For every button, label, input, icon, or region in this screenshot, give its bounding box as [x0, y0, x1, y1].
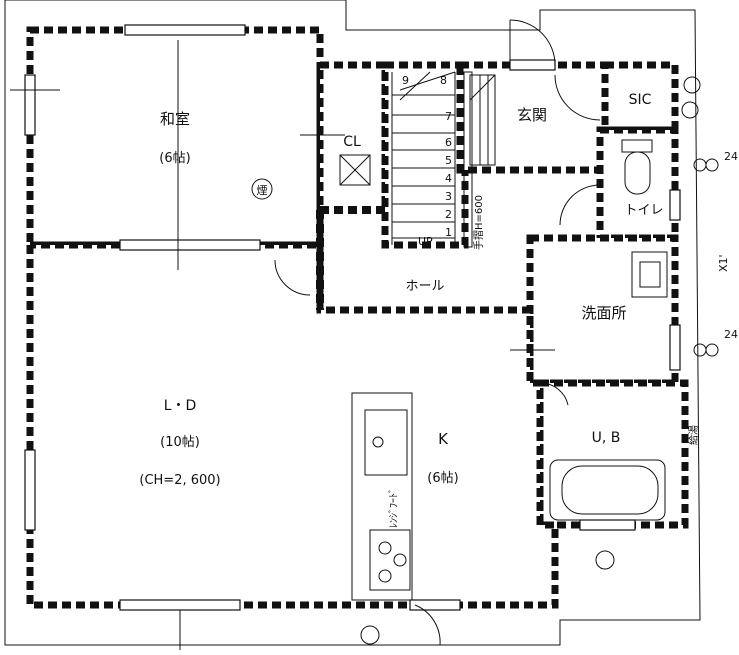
stair-step-6: 6	[445, 136, 452, 149]
handrail	[463, 71, 473, 248]
outdoor-unit-number-2: 24	[724, 328, 738, 341]
windows	[24, 24, 681, 611]
stair-step-7: 7	[445, 110, 452, 123]
dimension-arrows	[10, 40, 555, 650]
range-hood-label: ﾚﾝｼﾞﾌｰﾄﾞ	[388, 488, 400, 528]
sic-name: SIC	[629, 92, 652, 108]
stair-step-8: 8	[440, 74, 447, 87]
ldk-size: (10帖)	[160, 435, 200, 450]
stair-step-9: 9	[402, 74, 409, 87]
washbasin	[631, 251, 668, 298]
closet-storage-box	[339, 154, 371, 186]
handrail-label: 手摺H=600	[472, 195, 485, 250]
stair-step-4: 4	[445, 172, 452, 185]
ldk-name: L・D	[164, 398, 197, 414]
smoke-detector-label: 煙	[257, 184, 268, 197]
stair-step-2: 2	[445, 208, 452, 221]
outdoor-unit-number-1: 24	[724, 150, 738, 163]
washitsu-size: (6帖)	[159, 151, 190, 166]
kitchen-name: K	[438, 430, 449, 448]
kitchen-counter	[351, 392, 413, 601]
stair-up-label: UP	[418, 235, 433, 248]
senmenjo-name: 洗面所	[581, 304, 626, 322]
stair-step-3: 3	[445, 190, 452, 203]
stair-treads	[391, 71, 456, 245]
smoke-detector-icon	[251, 178, 273, 200]
stair-step-5: 5	[445, 154, 452, 167]
walls	[26, 26, 689, 609]
bath-name: U, B	[592, 430, 621, 446]
washitsu-name: 和室	[160, 110, 190, 128]
site-outline	[4, 0, 701, 646]
genkan-name: 玄関	[517, 106, 547, 124]
ldk-ceiling-height: (CH=2, 600)	[139, 473, 220, 488]
hall-name: ホール	[405, 279, 444, 294]
outdoor-unit-symbols	[360, 76, 719, 645]
toilet-fixture	[621, 139, 653, 195]
corner-label: X1'	[717, 254, 730, 272]
closet-name: CL	[343, 134, 361, 150]
toilet-name: トイレ	[624, 203, 663, 218]
kitchen-size: (6帖)	[427, 471, 458, 486]
bathtub	[549, 459, 666, 521]
stair-step-1: 1	[445, 226, 452, 239]
water-heater-label: 給湯	[687, 425, 700, 445]
genkan-step	[469, 74, 496, 166]
door-swings	[274, 19, 601, 646]
